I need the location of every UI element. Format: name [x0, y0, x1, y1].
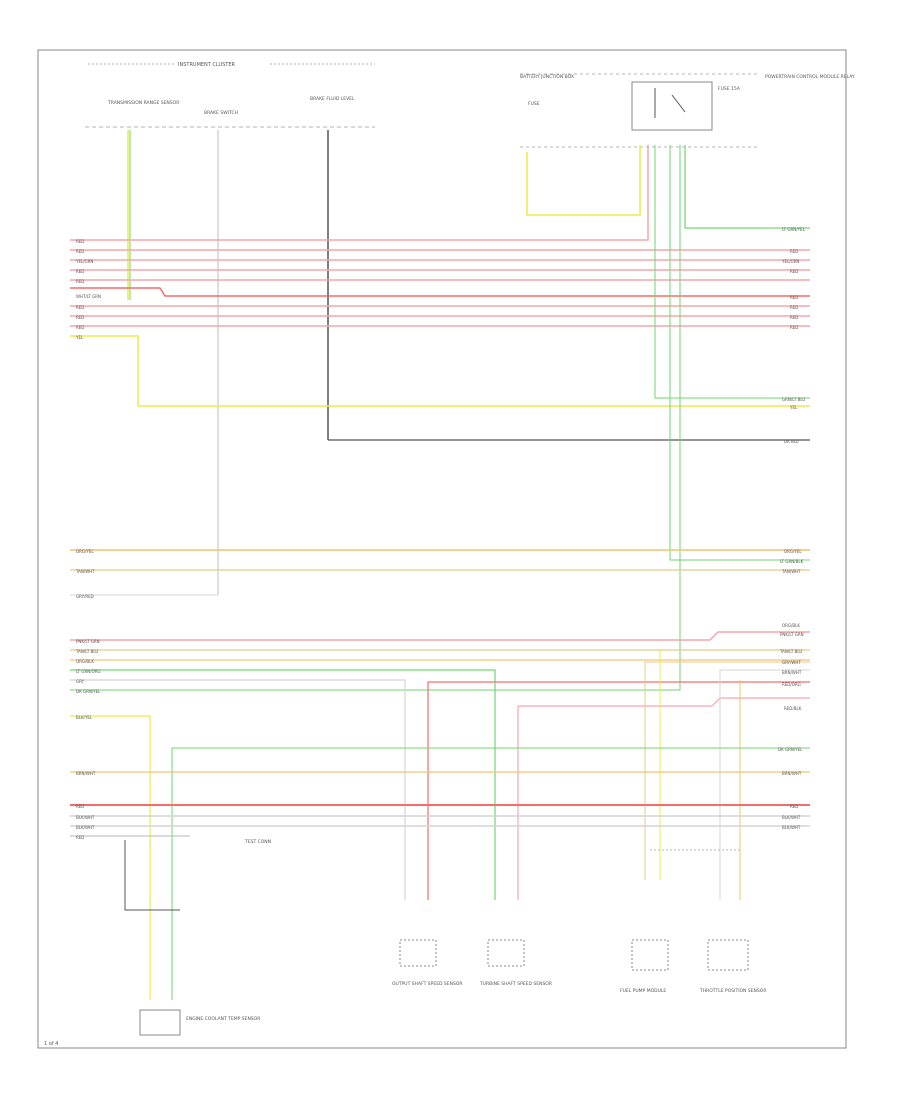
- label-test-conn: TEST CONN: [244, 839, 271, 845]
- label-turbine-speed: TURBINE SHAFT SPEED SENSOR: [479, 981, 552, 987]
- wire-gry: [70, 679, 406, 900]
- label-fuse-right: FUSE: [528, 101, 540, 107]
- page-label: 1 of 4: [44, 1041, 58, 1047]
- wire-red-org: [427, 681, 810, 900]
- wire-yel-bus: [70, 335, 810, 407]
- wire-label: BLK/WHT: [76, 815, 95, 820]
- wire-dkgrn-yel: [70, 715, 151, 1000]
- wire-label: BLK/WHT: [782, 825, 801, 830]
- wire-label: LT GRN/ORG: [76, 669, 101, 674]
- wire-label: RED/ORG: [782, 682, 801, 687]
- wire-label: RED: [76, 269, 84, 274]
- wire-label: RED: [76, 325, 84, 330]
- wire-label: YEL: [75, 335, 84, 340]
- wire-label: PNK/LT GRN: [76, 639, 100, 644]
- wire-label: RED/BLK: [784, 706, 802, 711]
- wire-label: RED: [76, 279, 84, 284]
- label-coolant-temp: ENGINE COOLANT TEMP SENSOR: [186, 1016, 260, 1022]
- wire-label: YEL: [789, 405, 798, 410]
- wire-yellow-loop: [526, 145, 641, 216]
- wire-label: YEL/GRN: [75, 259, 93, 264]
- wire-label: GRY: [76, 679, 85, 684]
- wire-right-tan: [644, 661, 810, 880]
- wire-label: DK GRN/YEL: [76, 689, 101, 694]
- wire-label: RED: [76, 239, 84, 244]
- wire-label: GRN/LT BLU: [782, 397, 805, 402]
- wire-label: RED: [76, 315, 84, 320]
- wire-ground: [124, 840, 180, 911]
- diagram-title: INSTRUMENT CLUSTER: [178, 62, 236, 68]
- wire-label: RED: [76, 249, 84, 254]
- wire-label: RED: [76, 305, 84, 310]
- wire-green-relay-1: [684, 145, 810, 229]
- wire-label: BLK/WHT: [782, 815, 801, 820]
- wire-label: RED: [790, 249, 798, 254]
- wire-label: ORG/YEL: [76, 549, 94, 554]
- label-brake-fluid: BRAKE FLUID LEVEL: [310, 96, 355, 102]
- connector-coolant: [139, 1009, 181, 1036]
- label-trs: TRANSMISSION RANGE SENSOR: [107, 100, 179, 106]
- wire-label: RED: [790, 269, 798, 274]
- label-brake-switch: BRAKE SWITCH: [204, 110, 238, 116]
- wire-red-blk: [517, 697, 810, 900]
- wire-green-relay-2: [654, 145, 810, 399]
- connector-turbine-speed: [487, 939, 525, 967]
- wire-label: TAN/WHT: [781, 569, 801, 574]
- label-fuel-pump: FUEL PUMP MODULE: [620, 988, 666, 994]
- wire-label: RED: [790, 804, 798, 809]
- wire-label: BRN/WHT: [76, 771, 96, 776]
- wire-red-6: [70, 287, 810, 297]
- wire-label: RED: [76, 804, 84, 809]
- wire-green-relay-3: [669, 145, 810, 561]
- wire-label: RED: [790, 325, 798, 330]
- wire-right-gry: [719, 669, 810, 900]
- relay-box: [631, 81, 713, 131]
- wire-label: LT GRN/BLK: [780, 559, 804, 564]
- wire-label: RED: [790, 295, 798, 300]
- label-relay-fuse: FUSE 15A: [718, 86, 741, 92]
- wire-label: TAN/LT BLU: [75, 649, 98, 654]
- wire-label: RED: [76, 835, 84, 840]
- wire-label: DK GRN/YEL: [778, 747, 803, 752]
- wire-pnk-grn: [70, 631, 810, 641]
- label-throttle: THROTTLE POSITION SENSOR: [699, 988, 766, 994]
- wire-label: GRY/RED: [76, 594, 94, 599]
- relay-contact: [671, 94, 686, 113]
- wire-label: BRN/WHT: [782, 670, 802, 675]
- label-junction-box: BATTERY JUNCTION BOX: [520, 74, 574, 80]
- wire-dkgrn-yel-2: [171, 747, 810, 1000]
- wire-label: PNK/LT GRN: [780, 632, 804, 637]
- connector-fuel-pump: [631, 939, 669, 971]
- wire-label: BRN/WHT: [782, 771, 802, 776]
- wire-label: ORG/BLK: [782, 623, 800, 628]
- wire-green-relay-4: [70, 145, 681, 691]
- wire-label: TAN/WHT: [75, 569, 95, 574]
- wire-label: RED: [790, 305, 798, 310]
- wire-label: YEL/GRN: [781, 259, 799, 264]
- wire-label: TAN/LT BLU: [779, 649, 802, 654]
- wire-label: BLK/WHT: [76, 825, 95, 830]
- wire-label: GRY/WHT: [782, 660, 801, 665]
- wire-label: WHT/LT GRN: [76, 294, 101, 299]
- wire-ltgrn-org: [70, 669, 496, 900]
- wire-label: DK BLU: [784, 439, 799, 444]
- connector-throttle: [707, 939, 749, 971]
- wire-label: LT GRN/YEL: [782, 227, 806, 232]
- wire-label: RED: [790, 315, 798, 320]
- wire-label: ORG/YEL: [784, 549, 802, 554]
- wire-label: ORG/BLK: [76, 659, 94, 664]
- wire-label: BLK/YEL: [76, 715, 93, 720]
- label-relay-desc: POWERTRAIN CONTROL MODULE RELAY: [765, 74, 855, 80]
- label-output-speed: OUTPUT SHAFT SPEED SENSOR: [392, 981, 463, 987]
- connector-output-speed: [399, 939, 437, 967]
- diagram-frame: [37, 49, 847, 1049]
- wire-red-1: [70, 145, 649, 241]
